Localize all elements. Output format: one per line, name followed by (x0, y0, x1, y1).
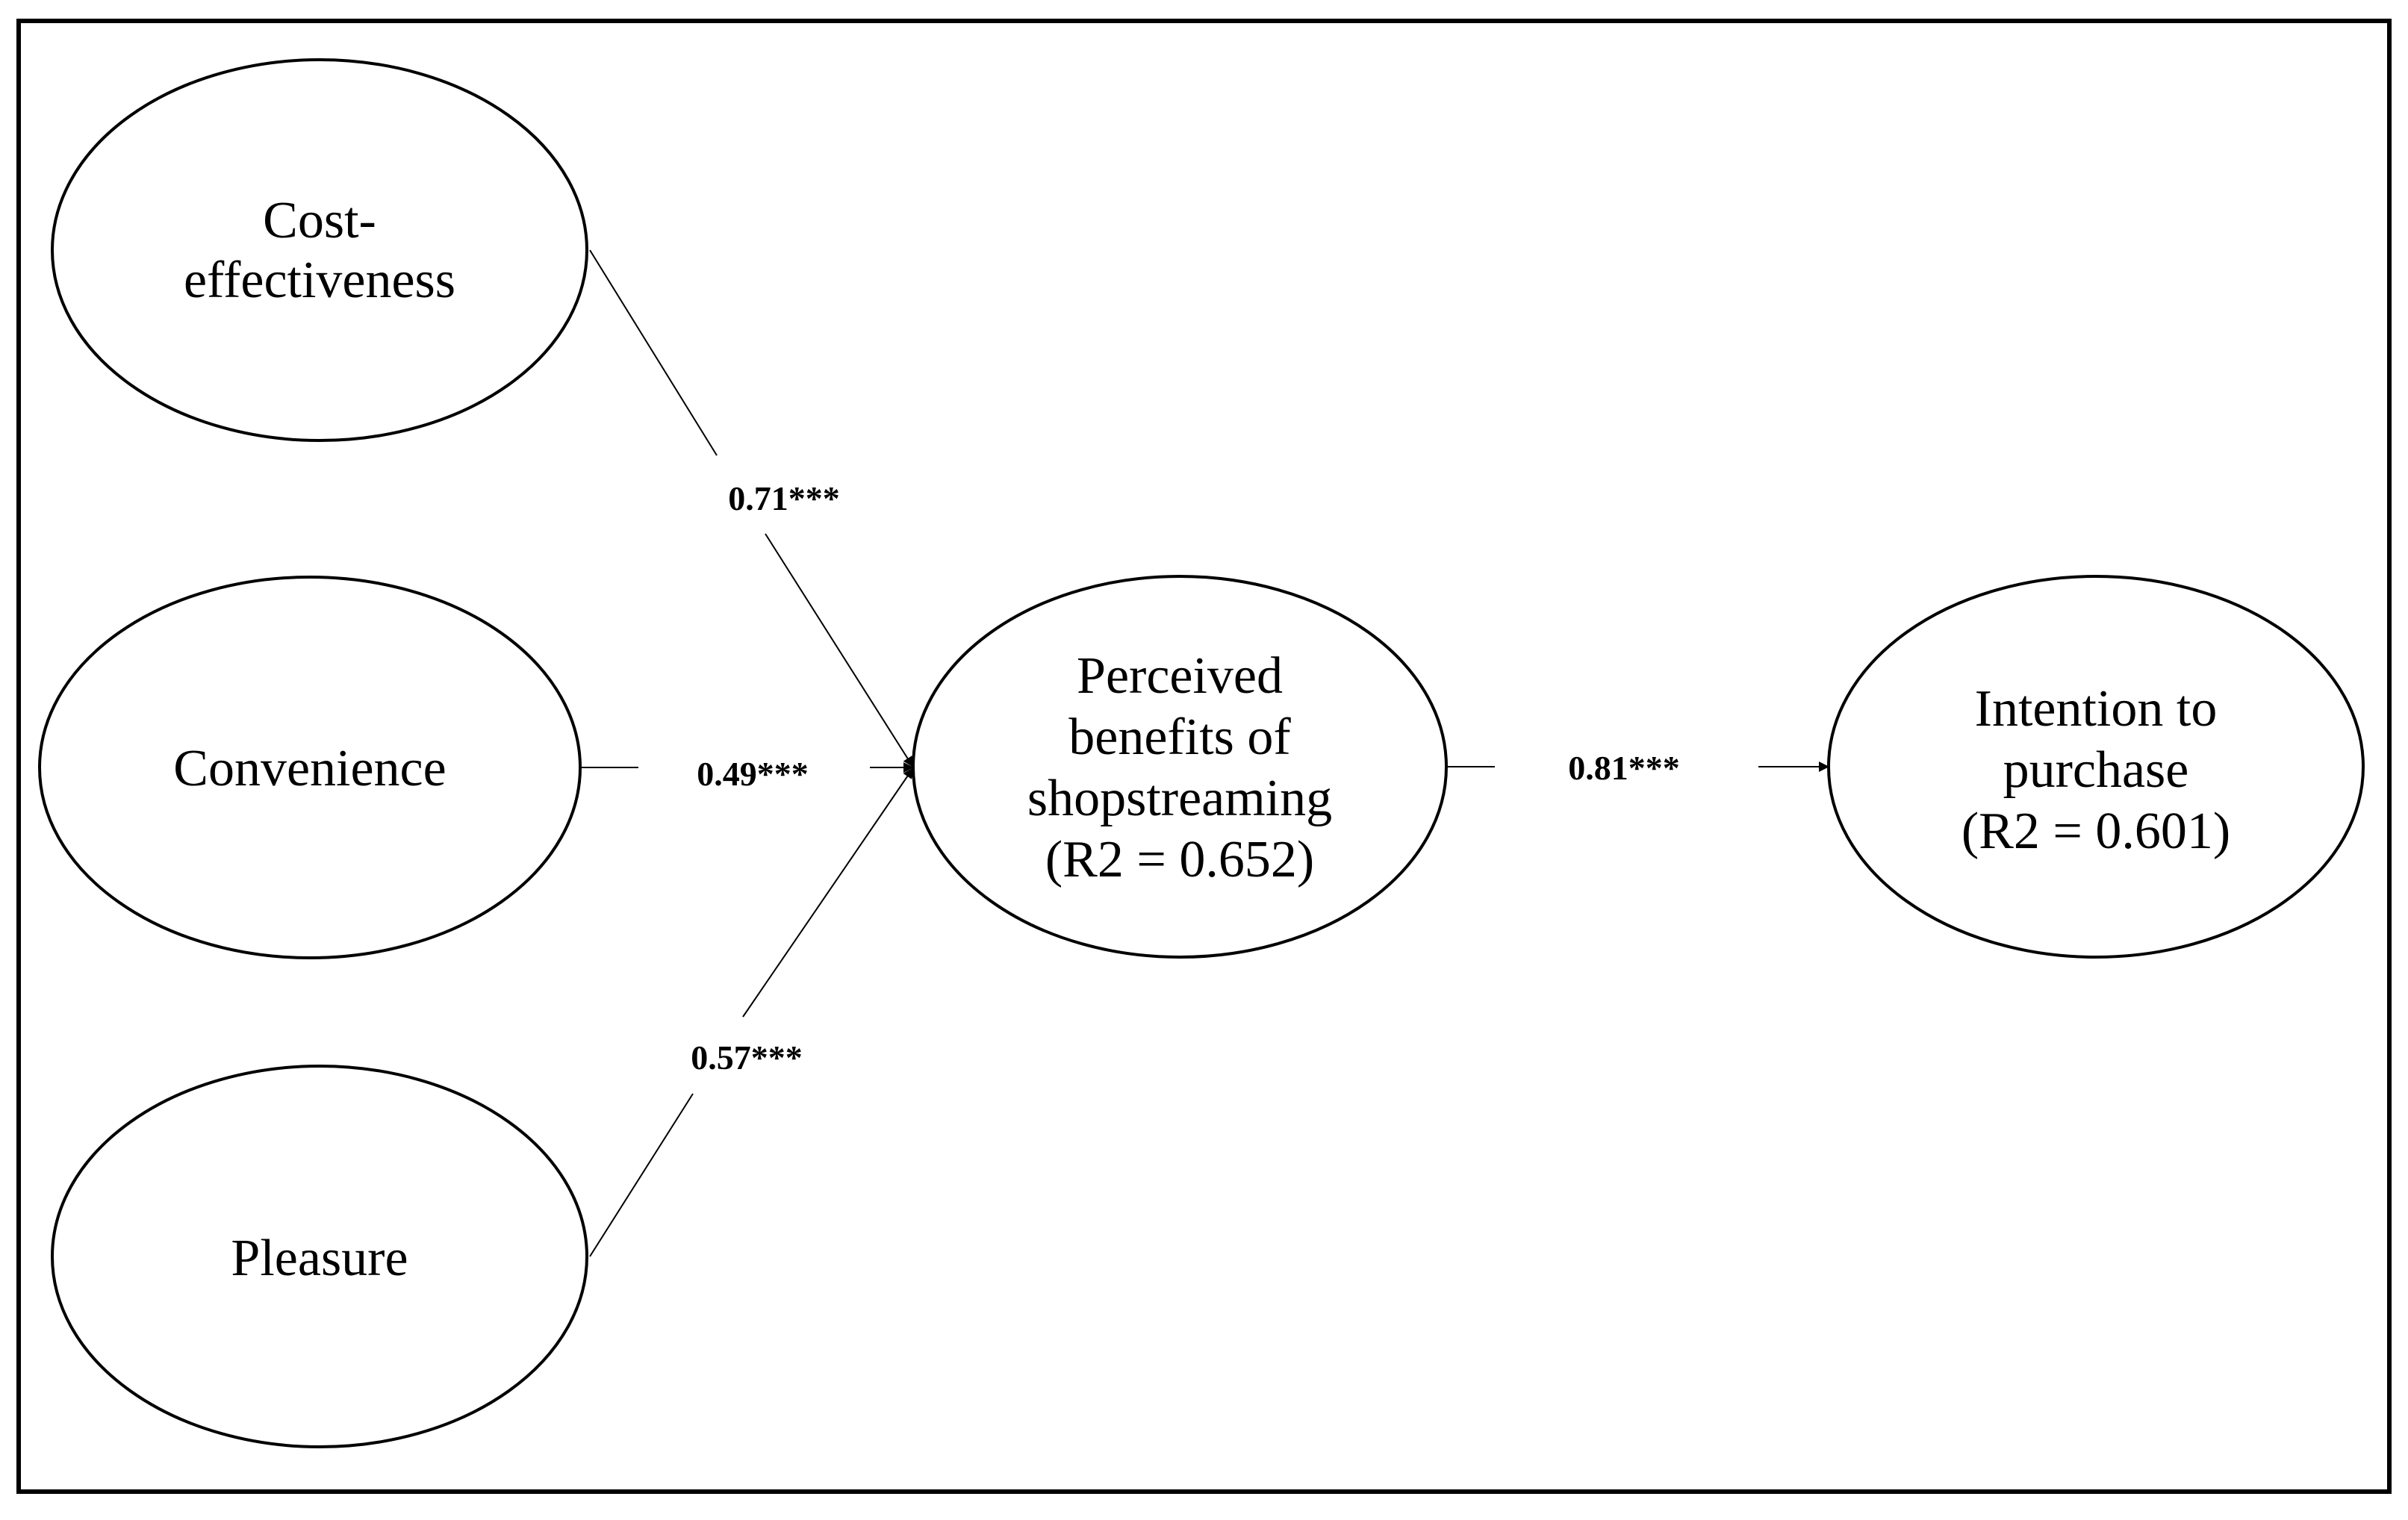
node-intention-to-purchase (1827, 575, 2365, 959)
coef-benefits-to-intention: 0.81*** (1568, 749, 1680, 787)
coef-cost-to-benefits: 0.71*** (728, 479, 840, 517)
intention-label-line1: Intention to (1975, 680, 2218, 738)
path-coefficients: 0.71*** 0.49*** 0.57*** 0.81*** (691, 479, 1680, 1077)
construct-ellipses (38, 58, 2365, 1448)
connectors (581, 249, 1829, 1257)
cost-effectiveness-label-line1: Cost- (263, 192, 376, 249)
node-cost-effectiveness (51, 58, 588, 442)
pleasure-label: Pleasure (231, 1230, 408, 1287)
arrow-cost-to-benefits-upper (589, 249, 718, 456)
node-convenience (38, 576, 582, 959)
perceived-benefits-label-line3: shopstreaming (1027, 770, 1332, 827)
perceived-benefits-r2: (R2 = 0.652) (1045, 831, 1314, 888)
perceived-benefits-label-line2: benefits of (1068, 708, 1291, 766)
cost-effectiveness-label-line2: effectiveness (184, 252, 455, 309)
node-pleasure (51, 1065, 588, 1448)
arrow-pleasure-to-benefits-upper (742, 767, 914, 1018)
coef-pleasure-to-benefits: 0.57*** (691, 1038, 803, 1077)
perceived-benefits-label-line1: Perceived (1077, 647, 1283, 705)
intention-label-line2: purchase (2003, 741, 2189, 799)
node-labels: Cost- effectiveness Convenience Pleasure… (173, 192, 2230, 1287)
convenience-label: Convenience (173, 740, 446, 797)
arrow-pleasure-to-benefits-lower (589, 1093, 694, 1257)
coef-convenience-to-benefits: 0.49*** (697, 755, 809, 793)
figure-frame (16, 19, 2392, 1494)
arrow-cost-to-benefits-lower (765, 533, 914, 767)
node-perceived-benefits (912, 575, 1448, 959)
intention-r2: (R2 = 0.601) (1961, 803, 2230, 860)
